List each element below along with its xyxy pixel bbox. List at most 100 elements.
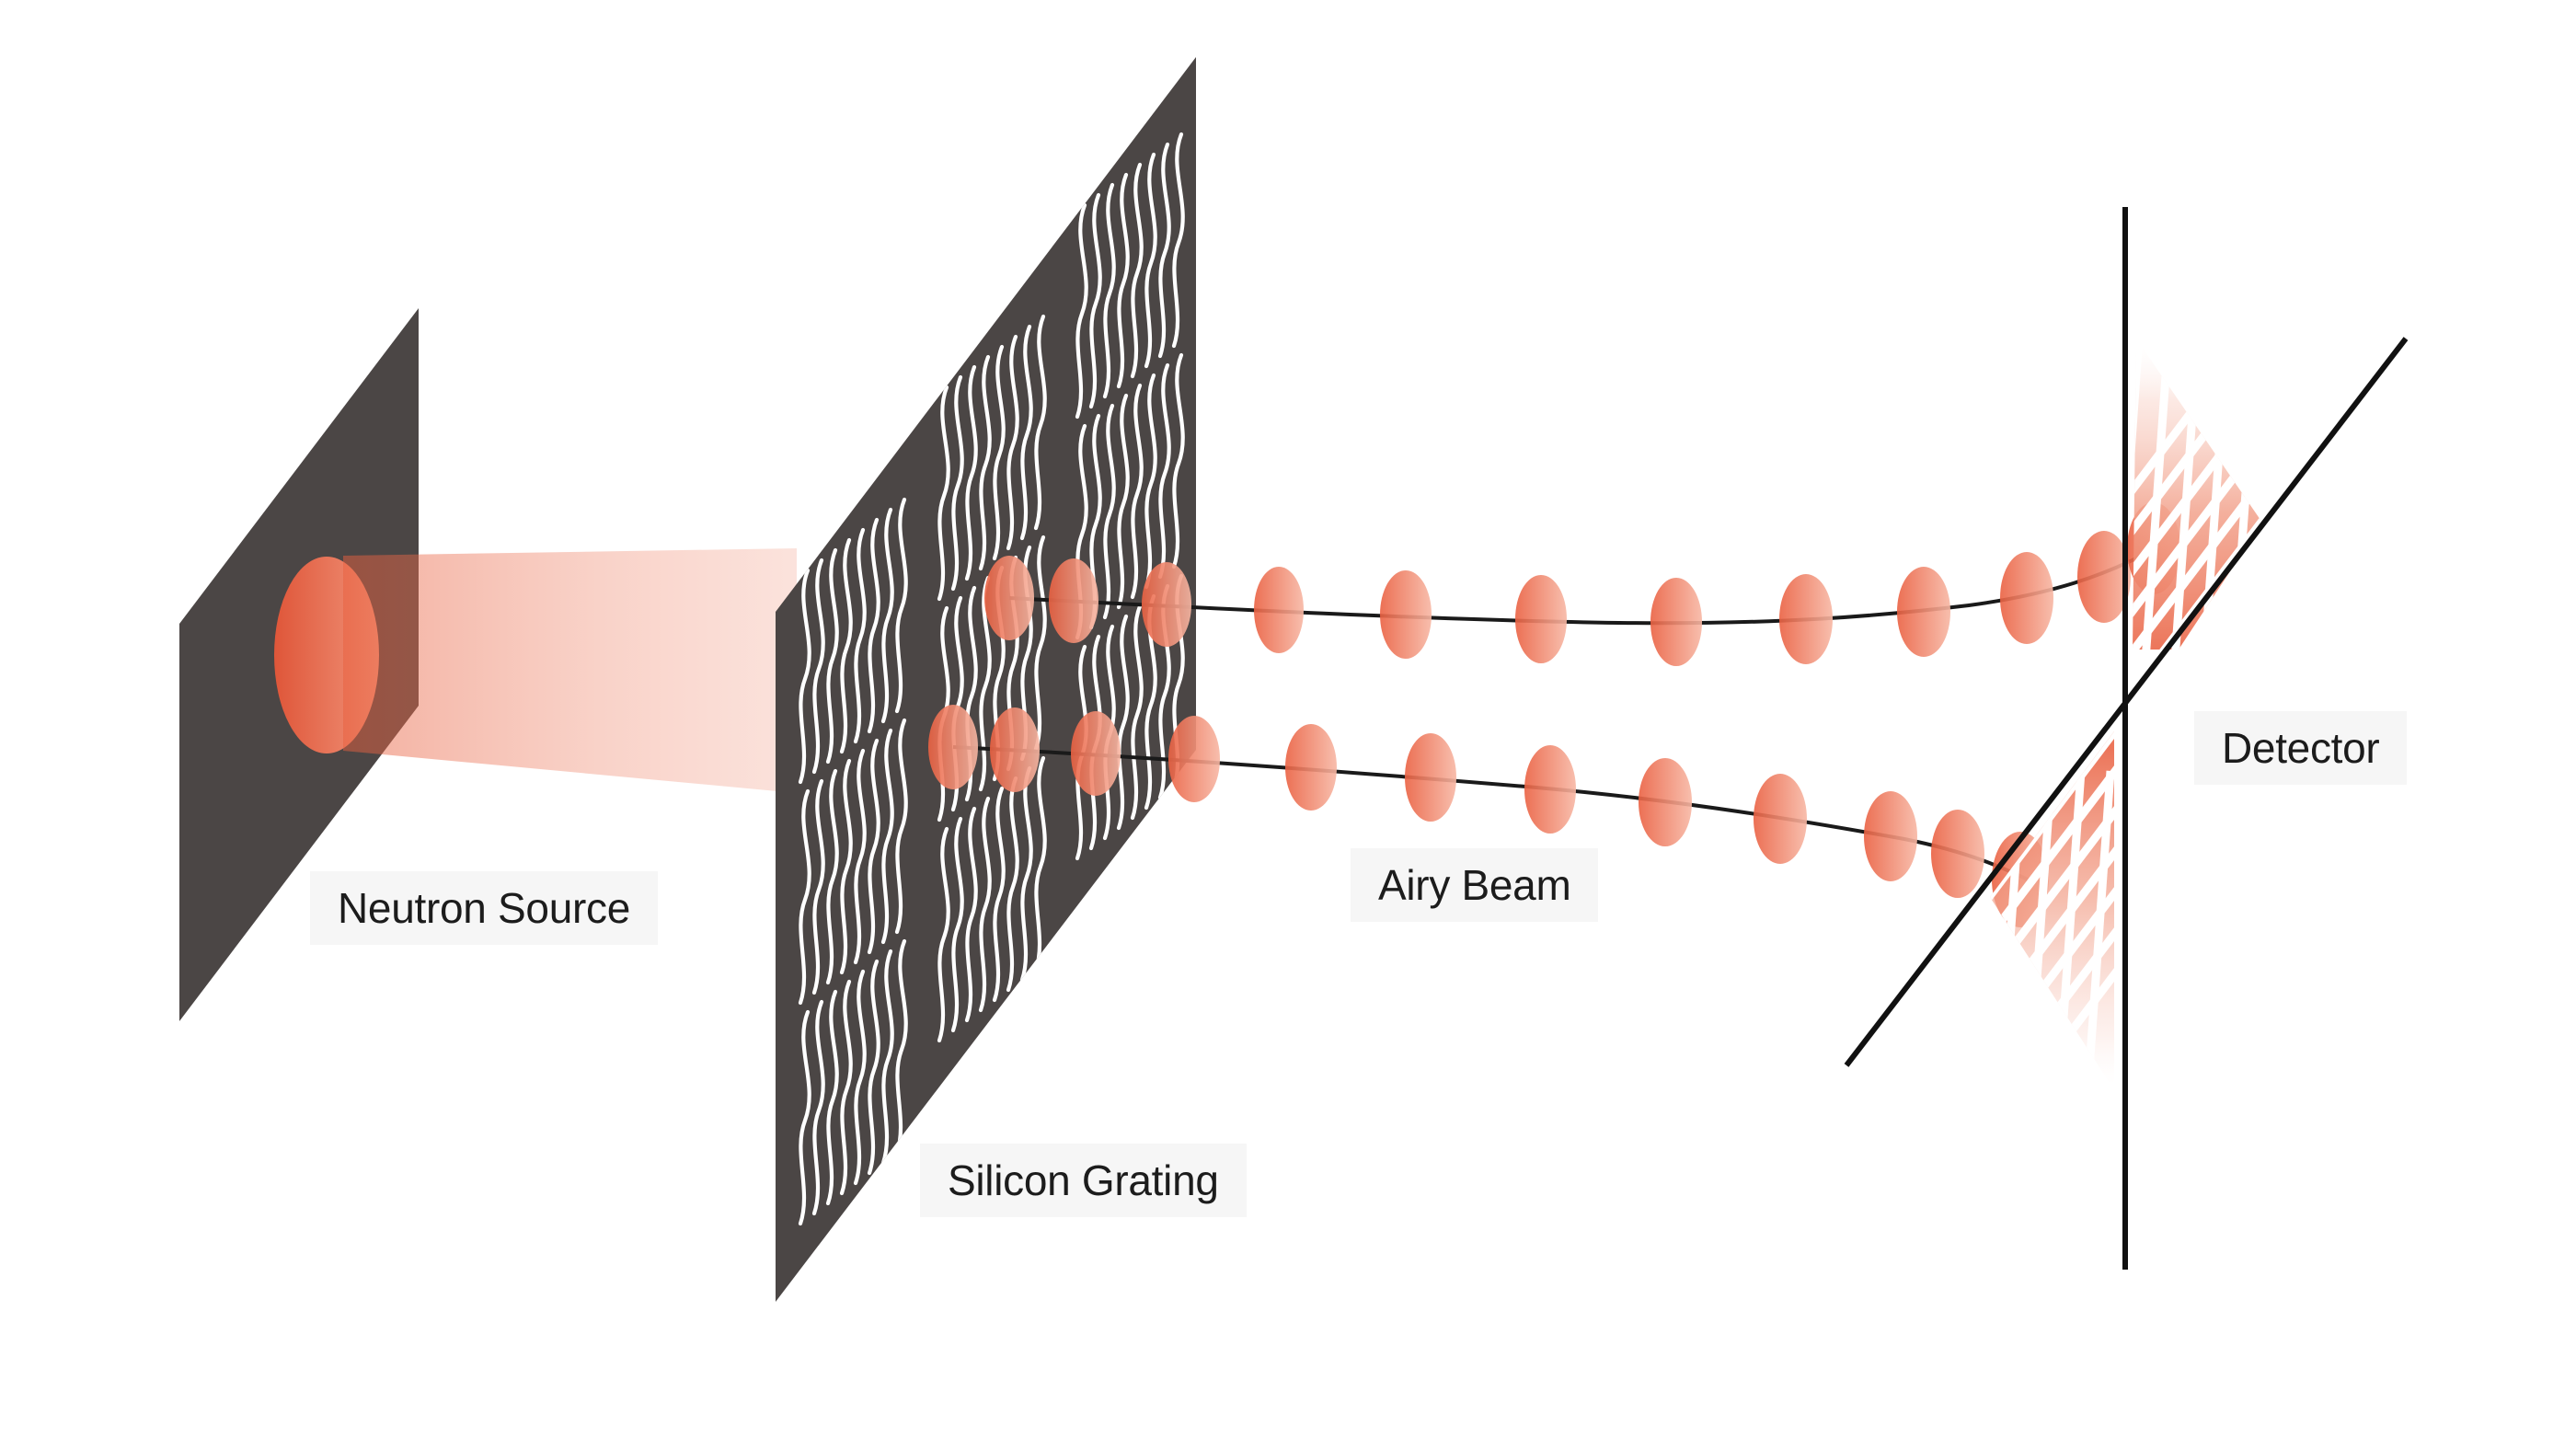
interference-pattern-upper: [2133, 339, 2262, 650]
grating-slit-line: [894, 497, 908, 714]
grating-slit-line: [978, 796, 992, 1013]
airy-beam-spot: [1864, 791, 1917, 881]
airy-beam-spot: [1071, 711, 1121, 796]
grating-slit-line: [1033, 755, 1047, 972]
lattice-line-diagonal: [1990, 731, 2114, 1007]
grating-slit-line: [1033, 314, 1047, 531]
grating-slit-line: [1171, 352, 1185, 569]
airy-beam-spot: [1650, 578, 1702, 666]
grating-slit-line: [839, 537, 853, 754]
grating-slit-line: [894, 938, 908, 1156]
grating-slit-line: [1102, 182, 1116, 399]
airy-beam-spot: [1405, 733, 1456, 822]
grating-slit-line: [937, 826, 950, 1043]
grating-slit-line: [950, 816, 964, 1033]
airy-beam-spot: [1524, 745, 1576, 834]
grating-slit-line: [1088, 192, 1102, 409]
grating-slit-line: [978, 575, 992, 792]
lattice-line-steep: [2133, 339, 2145, 650]
interference-patch-lower: [1990, 731, 2114, 1090]
grating-slit-line: [867, 517, 880, 734]
airy-beam-spot: [990, 707, 1040, 792]
grating-slit-line: [880, 949, 894, 1166]
airy-beam-spot: [984, 556, 1034, 640]
grating-slit-line: [1075, 202, 1088, 420]
grating-slit-line: [825, 768, 839, 985]
lower-airy-beam-spots: [928, 705, 2049, 927]
neutron-beam: [343, 548, 797, 793]
grating-slit-line: [1006, 776, 1019, 993]
airy-beam-spot: [1754, 774, 1807, 864]
lattice-line-diagonal: [1990, 731, 2114, 967]
grating-slit-line: [950, 374, 964, 592]
grating-slit-line: [964, 364, 978, 581]
airy-beam-spot: [1285, 724, 1337, 811]
grating-slit-line: [839, 758, 853, 975]
grating-slit-cluster: [1075, 132, 1185, 420]
grating-slit-line: [1006, 334, 1019, 551]
lattice-line-steep: [2259, 339, 2262, 650]
grating-slit-line: [798, 788, 811, 1006]
label-airy-beam: Airy Beam: [1351, 848, 1599, 922]
grating-slit-line: [1157, 142, 1171, 359]
grating-slit-line: [992, 344, 1006, 561]
airy-beam-spot: [1049, 558, 1098, 643]
grating-slit-line: [825, 547, 839, 765]
grating-slit-line: [1144, 373, 1157, 590]
label-neutron-source: Neutron Source: [310, 871, 658, 945]
label-detector: Detector: [2194, 711, 2408, 785]
grating-slit-line: [880, 507, 894, 724]
grating-slit-line: [978, 354, 992, 571]
grating-slit-line: [992, 786, 1006, 1003]
grating-slit-line: [798, 1009, 811, 1226]
lattice-line-diagonal: [2133, 339, 2262, 500]
grating-slit-line: [1171, 132, 1185, 349]
label-silicon-grating: Silicon Grating: [920, 1144, 1247, 1217]
grating-slit-line: [964, 806, 978, 1023]
grating-slit-line: [937, 385, 950, 602]
grating-slit-line: [1130, 162, 1144, 379]
grating-slit-line: [1144, 152, 1157, 369]
grating-slit-line: [798, 568, 811, 785]
grating-slit-line: [853, 969, 867, 1186]
airy-beam-spot: [1639, 758, 1692, 846]
grating-slit-cluster: [798, 938, 908, 1226]
grating-slit-cluster: [937, 314, 1047, 602]
lattice-line-diagonal: [1990, 731, 2114, 1090]
airy-beam-spot: [2077, 531, 2131, 623]
airy-beam-spot: [928, 705, 978, 789]
grating-slit-line: [880, 728, 894, 945]
grating-slit-line: [1116, 614, 1130, 831]
grating-slit-line: [825, 989, 839, 1206]
airy-beam-spot: [1142, 562, 1191, 647]
airy-beam-spot: [1897, 567, 1950, 657]
grating-slit-line: [1157, 362, 1171, 580]
airy-beam-spot: [1515, 575, 1567, 663]
grating-slit-line: [894, 718, 908, 935]
grating-slit-line: [1019, 765, 1033, 983]
grating-slit-line: [853, 748, 867, 965]
lattice-line-diagonal: [2133, 339, 2262, 650]
grating-slit-line: [1130, 383, 1144, 600]
lattice-line-diagonal: [2133, 339, 2262, 621]
airy-beam-spot: [1779, 574, 1833, 664]
grating-slit-line: [867, 959, 880, 1176]
grating-slit-line: [1116, 393, 1130, 610]
lattice-line-diagonal: [1990, 731, 2114, 1048]
airy-beam-spot: [1254, 567, 1304, 653]
airy-beam-spot: [2000, 552, 2053, 644]
lattice-line-diagonal: [2133, 339, 2262, 540]
grating-slit-line: [811, 778, 825, 995]
grating-slit-line: [1033, 535, 1047, 752]
airy-beam-spot: [1931, 810, 1984, 898]
grating-slit-line: [811, 999, 825, 1216]
grating-slit-line: [839, 979, 853, 1196]
grating-slit-line: [1116, 172, 1130, 389]
grating-slit-cluster: [937, 755, 1047, 1043]
grating-slit-cluster: [798, 497, 908, 785]
grating-slit-pattern: [798, 132, 1185, 1226]
grating-slit-line: [811, 558, 825, 775]
grating-slit-line: [867, 738, 880, 955]
